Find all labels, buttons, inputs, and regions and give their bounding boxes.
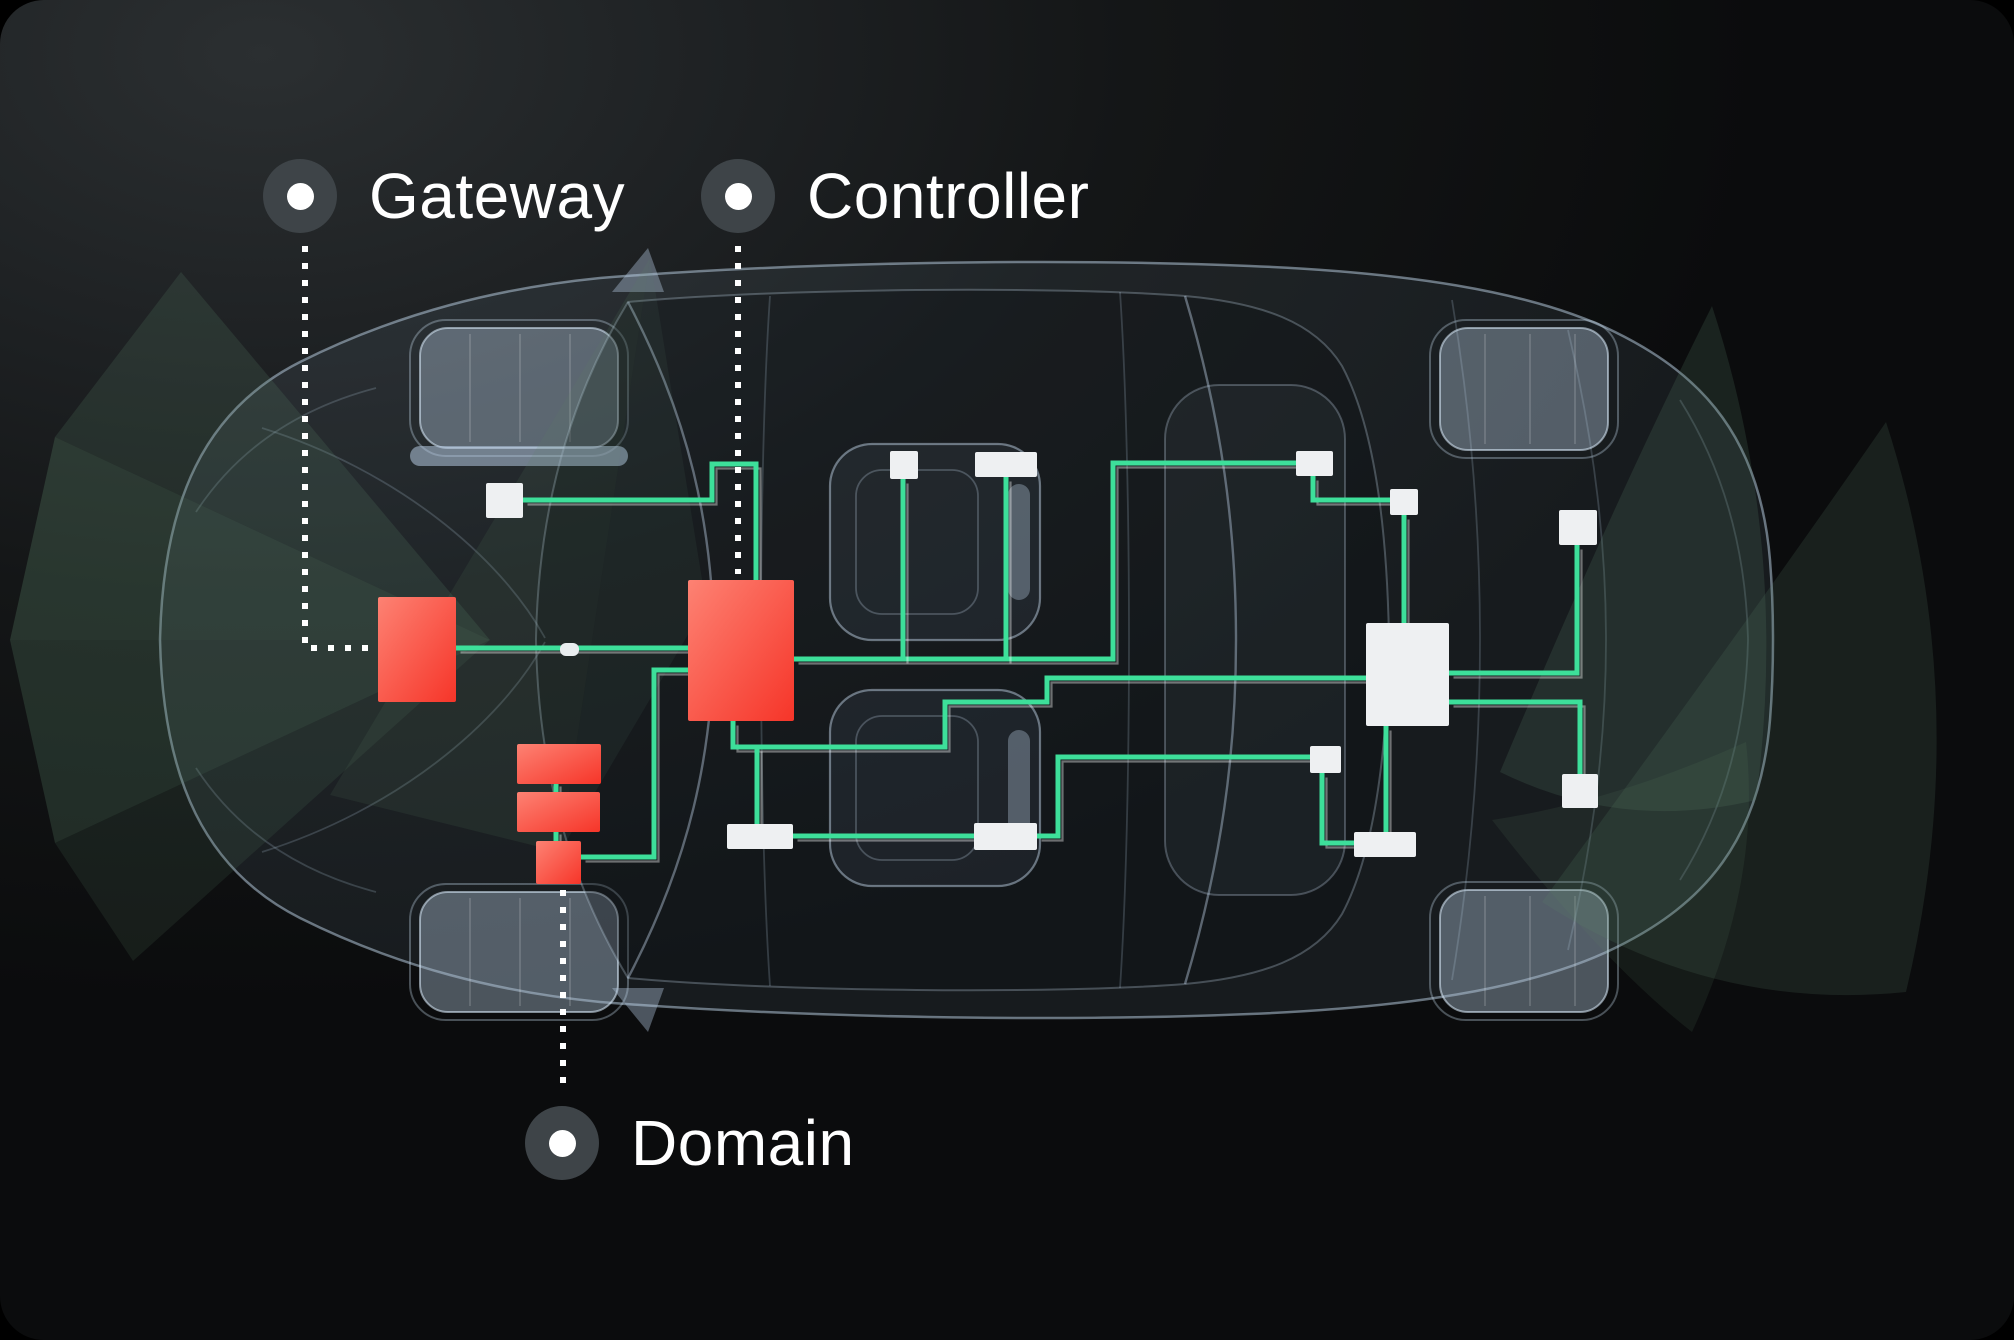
wire-controller-to-central (730, 675, 1366, 750)
mirror-top (612, 248, 664, 292)
wire-controller-to-domain (581, 667, 688, 860)
rear-bench (1164, 384, 1346, 896)
seat-front-bottom (828, 688, 1042, 888)
trunk-line-2 (1567, 329, 1607, 951)
domain-label: Domain (631, 1107, 855, 1179)
wire-front-ecu-to-controller (523, 461, 759, 580)
mirror-bottom (612, 988, 664, 1032)
domain-node-2 (517, 792, 600, 832)
legend-domain: Domain (525, 1106, 855, 1180)
front-ecu (486, 483, 523, 518)
wheel-rear-top (1429, 319, 1619, 459)
front-bumper-line-lower (195, 767, 377, 893)
wire-shadow-controller-to-right-trunk (798, 466, 1301, 665)
wire-c-to-d (1310, 476, 1390, 503)
ecu-f (1310, 746, 1341, 773)
leader-lines (302, 246, 741, 1094)
wire-shadow-controller-to-central (736, 681, 1371, 753)
wire-shadow-i-to-f (1041, 760, 1315, 842)
ecu-d (1390, 489, 1418, 515)
ecu-g (1562, 774, 1598, 808)
ecu-i (974, 823, 1037, 850)
ecu-e (1559, 510, 1597, 545)
sensor-cone-left-2 (10, 437, 490, 640)
controller-dot-icon (724, 182, 752, 210)
gateway-node (378, 597, 456, 702)
sensor-cone-left-3 (10, 640, 490, 843)
ecu-c (1296, 451, 1333, 476)
hood-crease-lower (261, 641, 546, 853)
wire-i-to-f (1037, 754, 1310, 839)
wire-network (456, 460, 1586, 863)
sensor-cone-right-3 (1492, 742, 1749, 1032)
central-ecu (1366, 623, 1449, 726)
wheel-front-bottom (409, 883, 629, 1021)
domain-dot-icon (548, 1129, 576, 1157)
cabin-ecu-b (975, 452, 1037, 477)
controller-node (688, 580, 794, 721)
wire-coupler (560, 643, 579, 656)
wire-shadow-central-to-g (1453, 705, 1586, 779)
cabin-ecu-a (890, 451, 918, 479)
gateway-dot-icon (286, 182, 314, 210)
roof-bow-rear (1119, 291, 1130, 989)
sensor-cone-hood-1 (330, 258, 650, 852)
domain-node-1 (517, 744, 601, 784)
wire-f-to-h (1319, 773, 1354, 846)
gateway-dot-badge-icon (263, 159, 337, 233)
wire-central-to-g (1449, 699, 1583, 774)
controller-dot-badge-icon (701, 159, 775, 233)
rear-ecu (727, 824, 793, 849)
domain-node-3 (536, 841, 581, 884)
hood-crease-upper (261, 427, 546, 639)
sensor-cone-left-1 (55, 272, 490, 640)
trunk-line-1 (1451, 299, 1481, 981)
wire-e-to-central (1449, 545, 1580, 676)
wire-shadow-c-to-d (1316, 480, 1395, 506)
wire-shadow-f-to-h (1325, 777, 1359, 849)
rear-window-line (1183, 295, 1238, 985)
sensor-cone-right-1 (1500, 306, 1767, 812)
controller-label: Controller (807, 160, 1090, 232)
wire-shadow-e-to-central (1453, 549, 1583, 679)
sensor-cones (10, 258, 1937, 1032)
gateway-label: Gateway (369, 160, 626, 232)
front-bumper-line-upper (195, 387, 377, 513)
sensor-cone-hood-2 (560, 258, 706, 852)
ecu-h (1354, 832, 1416, 857)
wire-controller-to-right-trunk (794, 460, 1296, 662)
ecu-nodes (378, 451, 1598, 884)
sensor-cone-left-4 (55, 640, 490, 961)
wheel-rear-bottom (1429, 881, 1619, 1021)
rear-bumper-line (1679, 399, 1749, 881)
gateway-leader (302, 246, 374, 651)
legend-gateway: Gateway (263, 159, 625, 233)
wire-shadow-controller-to-domain (585, 673, 693, 863)
domain-dot-badge-icon (525, 1106, 599, 1180)
seat-front-top (828, 442, 1042, 642)
wire-shadow-front-ecu-to-controller (527, 467, 762, 585)
dashboard-bar (410, 446, 628, 466)
sensor-cone-right-2 (1542, 422, 1937, 996)
legend-controller: Controller (701, 159, 1089, 233)
